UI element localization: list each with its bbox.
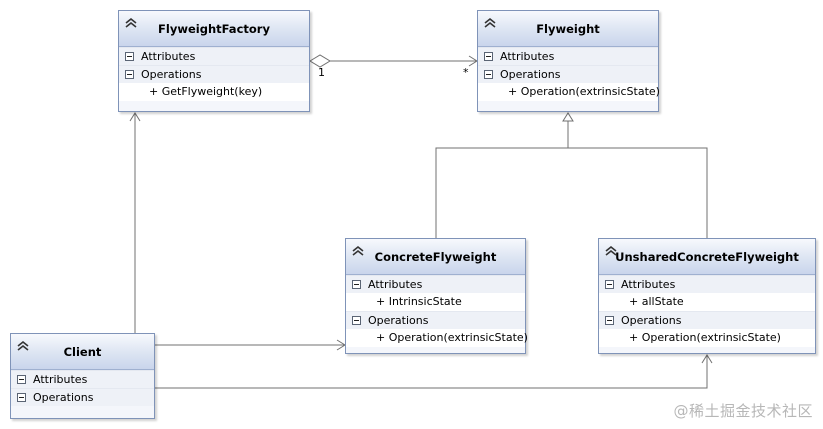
- watermark: @稀土掘金技术社区: [673, 402, 813, 420]
- class-name: UnsharedConcreteFlyweight: [615, 249, 799, 264]
- operation-item[interactable]: + GetFlyweight(key): [119, 83, 309, 101]
- collapse-box-icon[interactable]: [125, 52, 134, 61]
- operations-label: Operations: [621, 313, 682, 327]
- class-flyweight[interactable]: Flyweight Attributes Operations + Operat…: [477, 10, 660, 112]
- double-chevron-up-icon[interactable]: [482, 16, 498, 30]
- attributes-label: Attributes: [621, 277, 676, 291]
- collapse-box-icon[interactable]: [17, 393, 26, 402]
- operations-label: Operations: [141, 67, 202, 81]
- attributes-section[interactable]: Attributes: [346, 275, 525, 293]
- operations-label: Operations: [500, 67, 561, 81]
- operations-section[interactable]: Operations: [478, 65, 658, 83]
- class-name: Flyweight: [536, 21, 600, 36]
- collapse-box-icon[interactable]: [484, 70, 493, 79]
- class-flyweight-factory[interactable]: FlyweightFactory Attributes Operations +…: [118, 10, 310, 112]
- collapse-box-icon[interactable]: [17, 375, 26, 384]
- attributes-section[interactable]: Attributes: [599, 275, 815, 293]
- double-chevron-up-icon[interactable]: [350, 244, 366, 258]
- class-name: ConcreteFlyweight: [374, 249, 497, 264]
- collapse-box-icon[interactable]: [605, 280, 614, 289]
- operations-section[interactable]: Operations: [119, 65, 309, 83]
- attribute-item[interactable]: + IntrinsicState: [346, 293, 525, 311]
- class-concrete-flyweight[interactable]: ConcreteFlyweight Attributes + Intrinsic…: [345, 238, 528, 354]
- double-chevron-up-icon[interactable]: [15, 339, 31, 353]
- class-unshared-concrete-flyweight[interactable]: UnsharedConcreteFlyweight Attributes + a…: [598, 238, 816, 354]
- attributes-section[interactable]: Attributes: [11, 370, 154, 388]
- collapse-box-icon[interactable]: [484, 52, 493, 61]
- operations-label: Operations: [33, 390, 94, 404]
- multiplicity-factory: 1: [318, 66, 325, 79]
- collapse-box-icon[interactable]: [125, 70, 134, 79]
- client-unshared-arrowhead: [701, 354, 713, 364]
- operation-item[interactable]: + Operation(extrinsicState): [478, 83, 660, 101]
- aggregation-arrowhead: [468, 55, 478, 67]
- operations-label: Operations: [368, 313, 429, 327]
- operation-item[interactable]: + Operation(extrinsicState): [346, 329, 528, 347]
- attributes-label: Attributes: [33, 372, 88, 386]
- multiplicity-flyweight: *: [463, 66, 469, 79]
- attributes-label: Attributes: [141, 49, 196, 63]
- generalization-line: [435, 121, 708, 238]
- client-factory-arrowhead: [129, 112, 141, 122]
- generalization-triangle: [562, 112, 574, 122]
- collapse-box-icon[interactable]: [352, 280, 361, 289]
- client-concrete-arrowhead: [336, 339, 346, 351]
- attributes-label: Attributes: [500, 49, 555, 63]
- collapse-box-icon[interactable]: [352, 316, 361, 325]
- operations-section[interactable]: Operations: [599, 311, 815, 329]
- operations-section[interactable]: Operations: [11, 388, 154, 406]
- double-chevron-up-icon[interactable]: [123, 16, 139, 30]
- attributes-label: Attributes: [368, 277, 423, 291]
- attribute-item[interactable]: + allState: [599, 293, 815, 311]
- class-client[interactable]: Client Attributes Operations: [10, 333, 155, 419]
- attributes-section[interactable]: Attributes: [478, 47, 658, 65]
- operations-section[interactable]: Operations: [346, 311, 525, 329]
- operation-item[interactable]: + Operation(extrinsicState): [599, 329, 815, 347]
- collapse-box-icon[interactable]: [605, 316, 614, 325]
- client-unshared-line: [155, 355, 708, 389]
- double-chevron-up-icon[interactable]: [603, 244, 619, 258]
- class-name: FlyweightFactory: [158, 21, 270, 36]
- class-name: Client: [63, 344, 102, 359]
- attributes-section[interactable]: Attributes: [119, 47, 309, 65]
